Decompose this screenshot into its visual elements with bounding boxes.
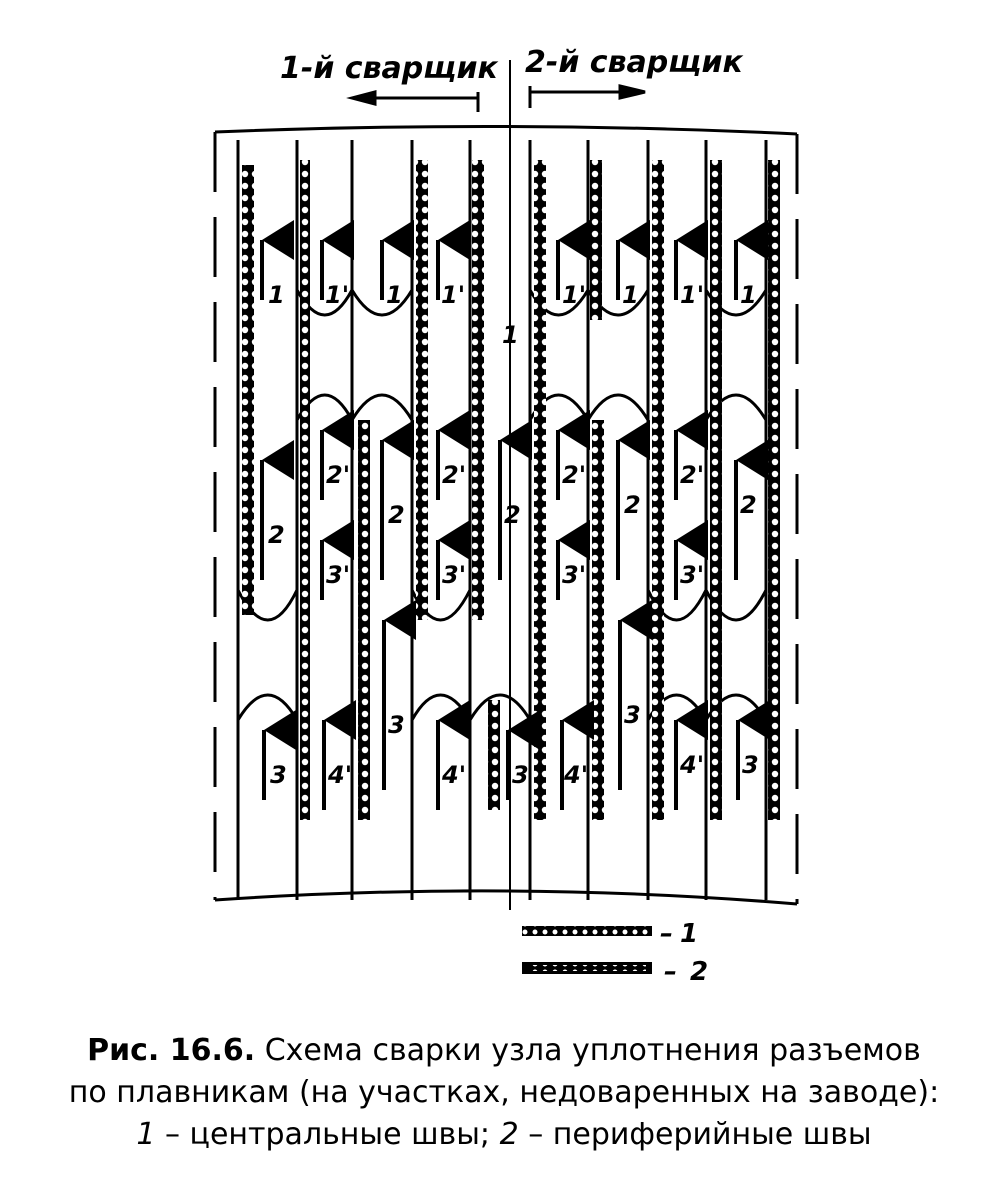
seam-central — [590, 160, 602, 320]
caption-line-2: по плавникам (на участках, недоваренных … — [68, 1075, 940, 1110]
seam-central — [488, 700, 500, 810]
weld-direction-arrows — [260, 220, 770, 810]
seam-label: 4' — [563, 761, 588, 789]
seam-label: 2' — [326, 461, 350, 489]
seam-label: 3' — [680, 561, 704, 589]
figure-caption: Рис. 16.6. Схема сварки узла уплотнения … — [0, 1030, 1008, 1156]
seam-label: 1 — [502, 321, 519, 349]
seam-label: 3 — [742, 751, 759, 779]
seam-central — [300, 160, 310, 820]
seam-central — [652, 160, 664, 820]
seam-label: 4' — [441, 761, 466, 789]
seam-label: 3 — [624, 701, 641, 729]
seam-central — [710, 160, 722, 820]
seam-label: 3' — [326, 561, 350, 589]
legend-label-peripheral: 2 — [690, 957, 708, 987]
welder-left-arrow — [346, 90, 480, 112]
seam-label: 2 — [740, 491, 757, 519]
seam-central — [768, 160, 780, 820]
caption-text-3a: – центральные швы; — [165, 1117, 491, 1152]
seam-label: 1' — [562, 281, 586, 309]
seam-label: 1 — [268, 281, 285, 309]
legend-label-central: 1 — [680, 919, 698, 949]
seam-label: 2 — [268, 521, 285, 549]
caption-text-3b: – периферийные швы — [528, 1117, 872, 1152]
seam-label: 2' — [680, 461, 704, 489]
seam-labels-row2: 2 2' 2 2' 2 2' 2 2' 2 — [268, 461, 757, 549]
seam-central — [592, 420, 604, 820]
seam-label: 1 — [386, 281, 403, 309]
seam-central — [534, 160, 546, 820]
seam-label: 3 — [270, 761, 287, 789]
seam-label: 2 — [388, 501, 405, 529]
seam-labels-row1: 1 1' 1 1' 1 1' 1 1' 1 — [268, 281, 757, 349]
seam-label: 3 — [512, 761, 529, 789]
seam-label: 1' — [441, 281, 465, 309]
welder-right-arrow — [528, 84, 646, 108]
seam-label: 2 — [504, 501, 521, 529]
seam-label: 1' — [325, 281, 349, 309]
seam-label: 1 — [622, 281, 639, 309]
seam-central — [472, 160, 484, 620]
seam-label: 1 — [740, 281, 757, 309]
caption-line-1: Рис. 16.6. Схема сварки узла уплотнения … — [0, 1030, 1008, 1072]
seam-label: 4' — [679, 751, 704, 779]
caption-text-1: Схема сварки узла уплотнения разъемов — [264, 1033, 921, 1068]
caption-line-3: 1 – центральные швы; 2 – периферийные шв… — [0, 1114, 1008, 1156]
welder-left-label: 1-й сварщик — [280, 51, 498, 86]
seam-labels-row3b: 3 4' 3 4' 3 4' 3 4' 3 — [270, 701, 759, 789]
welding-scheme-diagram: 1-й сварщик 2-й сварщик — [213, 45, 799, 987]
seam-central — [358, 420, 370, 820]
welder-right-label: 2-й сварщик — [525, 45, 743, 80]
seam-central — [416, 160, 428, 620]
caption-num-2: 2 — [499, 1117, 519, 1152]
legend-swatch-central — [522, 926, 652, 936]
seam-central — [242, 165, 254, 615]
seam-label: 4' — [327, 761, 352, 789]
legend-dash: – — [660, 919, 673, 949]
seam-label: 1' — [680, 281, 704, 309]
seam-label: 2' — [562, 461, 586, 489]
legend-swatch-peripheral-inner — [528, 965, 646, 971]
seam-label: 3' — [442, 561, 466, 589]
legend-dash: – — [664, 957, 677, 987]
seam-label: 2 — [624, 491, 641, 519]
weld-seams — [242, 160, 780, 820]
legend: 1 – 2 – — [522, 919, 708, 987]
seam-label: 3' — [562, 561, 586, 589]
seam-label: 3 — [388, 711, 405, 739]
seam-labels-row3a: 3' 3' 3' 3' — [326, 561, 704, 589]
caption-fig-label: Рис. 16.6. — [87, 1033, 256, 1068]
seam-label: 2' — [442, 461, 466, 489]
caption-num-1: 1 — [136, 1117, 156, 1152]
